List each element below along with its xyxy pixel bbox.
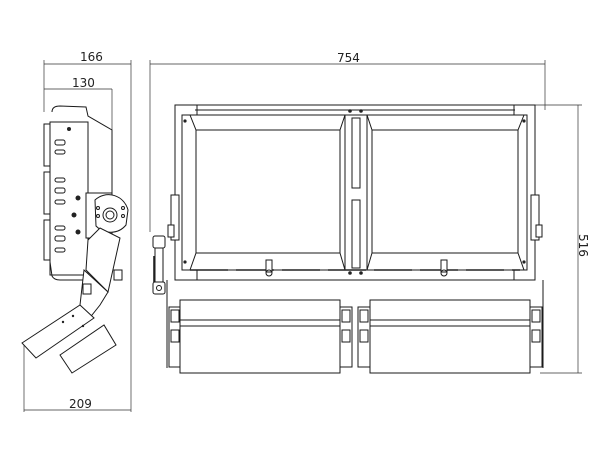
dimension-209: 209 — [23, 345, 131, 412]
dim-label-754: 754 — [337, 51, 360, 65]
left-panel — [181, 114, 346, 271]
side-arm-and-lamp — [21, 227, 123, 374]
dim-label-209: 209 — [69, 397, 92, 411]
dimension-754: 754 — [149, 51, 546, 232]
right-panel — [366, 114, 528, 271]
side-housing — [43, 105, 113, 281]
center-bar — [344, 109, 368, 275]
dimension-130: 130 — [44, 76, 113, 130]
front-view: 754 516 — [149, 51, 590, 374]
dim-label-516: 516 — [576, 234, 590, 257]
adjust-bolts — [265, 259, 448, 277]
lower-lamp-modules — [166, 280, 544, 374]
dim-label-130: 130 — [72, 76, 95, 90]
side-view: 166 130 209 — [21, 50, 132, 412]
dim-label-166: 166 — [80, 50, 103, 64]
side-brackets — [167, 194, 543, 241]
dimension-516: 516 — [535, 104, 590, 374]
dimension-166: 166 — [43, 50, 132, 412]
cable-gland-bracket — [152, 235, 166, 295]
